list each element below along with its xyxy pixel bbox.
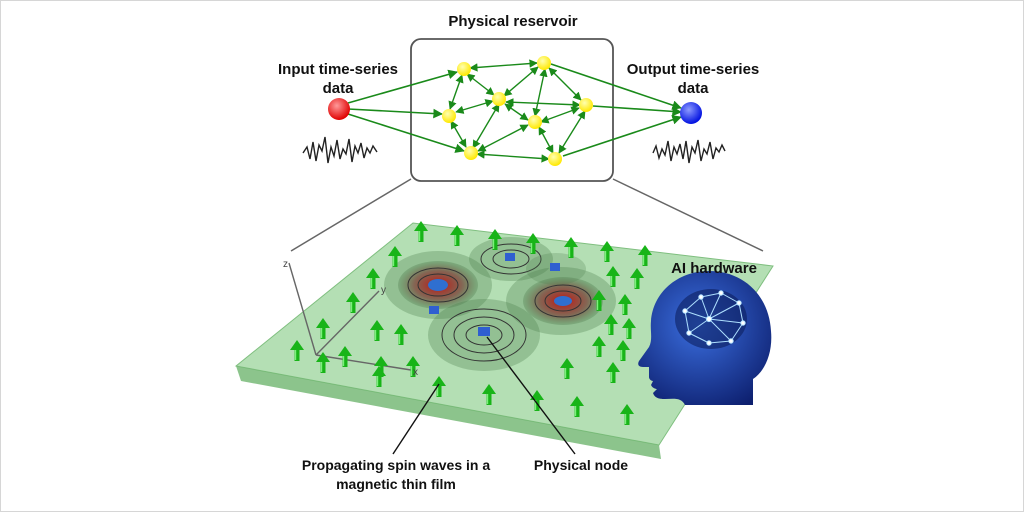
output-label-line2: data [677,80,709,97]
axis-y-label: y [381,285,386,296]
spin-arrows [290,221,652,425]
spin-arrow [560,358,574,379]
spin-arrow [346,292,360,313]
spin-arrow [526,233,540,254]
spin-arrow [622,318,636,339]
input-label-line1: Input time-series [277,61,399,78]
spin-arrow [592,290,606,311]
spin-arrow [630,268,644,289]
spin-arrow [338,346,352,367]
ai-hardware-label: AI hardware [671,260,757,277]
spin-arrow [372,366,386,387]
spin-arrow [604,314,618,335]
reservoir-edges [448,59,586,163]
physical-reservoir-title: Physical reservoir [448,13,578,30]
spin-arrow [388,246,402,267]
spin-arrow [570,396,584,417]
spin-arrow [370,320,384,341]
spin-arrow [564,237,578,258]
output-waveform [652,139,726,164]
axis-z-label: z [283,259,288,270]
spin-arrow [366,268,380,289]
spin-arrow [316,352,330,373]
physical-node-label: Physical node [533,457,629,473]
spin-arrow [290,340,304,361]
input-edges [347,69,465,153]
zoom-line-right [612,178,764,252]
spin-wave-leader [392,383,440,455]
input-label-line2: data [322,80,354,97]
spin-wave-3 [506,267,616,335]
axis-x-label: x [413,367,418,378]
physical-node-leader [486,336,576,455]
spin-arrow [592,336,606,357]
input-node [328,98,350,120]
spin-wave-5 [526,253,586,285]
spin-wave-1 [384,251,492,319]
ai-head-icon [638,271,772,405]
output-node [680,102,702,124]
coordinate-axes [288,262,412,371]
spin-arrow [316,318,330,339]
spin-wave-label-line2: magnetic thin film [336,476,456,492]
output-edges [550,63,682,157]
spin-wave-label-line1: Propagating spin waves in a [301,457,491,473]
spin-arrow [606,266,620,287]
input-waveform [302,136,378,164]
spin-arrow [600,241,614,262]
zoom-line-left [290,178,412,252]
output-label-line1: Output time-series [626,61,760,78]
spin-arrow [616,340,630,361]
spin-arrow [482,384,496,405]
spin-arrow [394,324,408,345]
spin-arrow [414,221,428,242]
thin-film-side [236,366,661,459]
spin-arrow [618,294,632,315]
spin-wave-4 [428,299,540,371]
spin-arrow [450,225,464,246]
spin-arrow [638,245,652,266]
spin-arrow [620,404,634,425]
spin-arrow [606,362,620,383]
physical-node-marker [429,306,439,314]
spin-arrow [406,356,420,377]
spin-wave-sources [384,237,616,371]
reservoir-nodes [442,56,593,166]
spin-arrow [488,229,502,250]
